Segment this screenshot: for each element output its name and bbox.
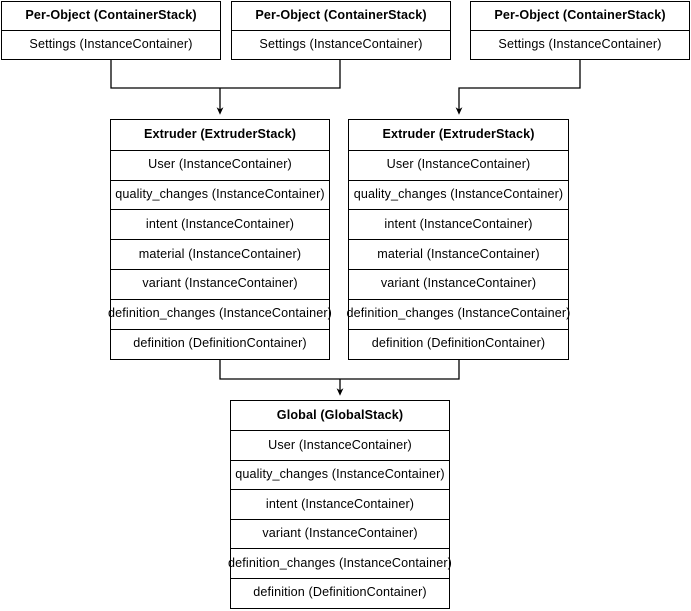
per-object-container-stack-2[interactable]: Per-Object (ContainerStack)Settings (Ins… <box>231 1 451 60</box>
global-stack-row-0[interactable]: User (InstanceContainer) <box>231 430 449 460</box>
edge-per-object-1-to-extruder-1 <box>110 60 220 89</box>
extruder-stack-1-row-6[interactable]: definition (DefinitionContainer) <box>111 328 329 359</box>
per-object-container-stack-2-header: Per-Object (ContainerStack) <box>232 2 450 31</box>
per-object-container-stack-3-row-0[interactable]: Settings (InstanceContainer) <box>471 30 689 59</box>
per-object-container-stack-1[interactable]: Per-Object (ContainerStack)Settings (Ins… <box>1 1 221 60</box>
extruder-stack-1[interactable]: Extruder (ExtruderStack)User (InstanceCo… <box>108 119 332 360</box>
extruder-stack-1-row-4[interactable]: variant (InstanceContainer) <box>111 268 329 299</box>
global-stack-row-4[interactable]: definition_changes (InstanceContainer) <box>228 548 452 578</box>
edge-extruder-1-to-global <box>219 360 340 380</box>
extruder-stack-2[interactable]: Extruder (ExtruderStack)User (InstanceCo… <box>347 119 570 360</box>
extruder-stack-2-row-2[interactable]: intent (InstanceContainer) <box>349 209 568 240</box>
global-stack[interactable]: Global (GlobalStack)User (InstanceContai… <box>228 400 452 609</box>
per-object-container-stack-1-header: Per-Object (ContainerStack) <box>2 2 220 31</box>
global-stack-row-3[interactable]: variant (InstanceContainer) <box>231 518 449 549</box>
edge-per-object-2-to-extruder-1 <box>220 60 341 89</box>
global-stack-row-1[interactable]: quality_changes (InstanceContainer) <box>231 459 449 490</box>
global-stack-row-2[interactable]: intent (InstanceContainer) <box>231 489 449 519</box>
edge-per-object-3-to-extruder-2 <box>455 60 581 115</box>
extruder-stack-1-header: Extruder (ExtruderStack) <box>111 120 329 150</box>
extruder-stack-2-row-4[interactable]: variant (InstanceContainer) <box>349 268 568 299</box>
per-object-container-stack-1-row-0[interactable]: Settings (InstanceContainer) <box>2 30 220 59</box>
extruder-stack-2-row-6[interactable]: definition (DefinitionContainer) <box>349 328 568 359</box>
extruder-stack-1-row-5[interactable]: definition_changes (InstanceContainer) <box>108 298 332 329</box>
edge-extruder-2-to-global <box>340 360 460 380</box>
per-object-container-stack-3[interactable]: Per-Object (ContainerStack)Settings (Ins… <box>470 1 690 60</box>
extruder-stack-1-row-1[interactable]: quality_changes (InstanceContainer) <box>111 179 329 210</box>
per-object-container-stack-2-row-0[interactable]: Settings (InstanceContainer) <box>232 30 450 59</box>
extruder-stack-2-row-1[interactable]: quality_changes (InstanceContainer) <box>349 179 568 210</box>
extruder-stack-2-header: Extruder (ExtruderStack) <box>349 120 568 150</box>
extruder-stack-2-row-5[interactable]: definition_changes (InstanceContainer) <box>347 298 570 329</box>
extruder-stack-1-row-2[interactable]: intent (InstanceContainer) <box>111 209 329 240</box>
extruder-stack-1-row-3[interactable]: material (InstanceContainer) <box>111 239 329 269</box>
extruder-stack-2-row-3[interactable]: material (InstanceContainer) <box>349 239 568 269</box>
global-stack-row-5[interactable]: definition (DefinitionContainer) <box>231 577 449 608</box>
per-object-container-stack-3-header: Per-Object (ContainerStack) <box>471 2 689 31</box>
global-stack-header: Global (GlobalStack) <box>231 401 449 431</box>
extruder-stack-1-row-0[interactable]: User (InstanceContainer) <box>111 149 329 180</box>
extruder-stack-2-row-0[interactable]: User (InstanceContainer) <box>349 149 568 180</box>
